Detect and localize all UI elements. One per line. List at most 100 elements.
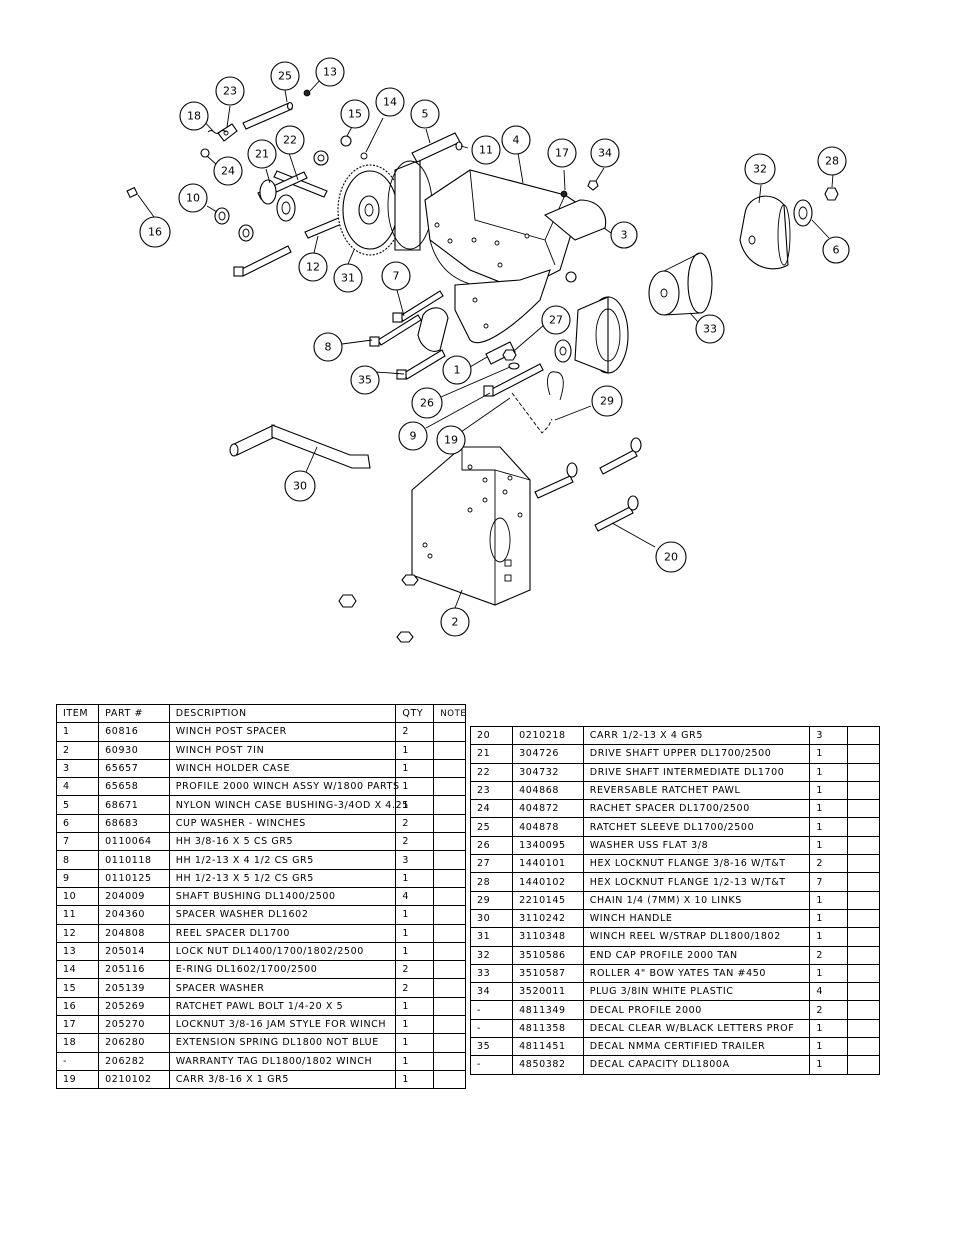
cell-qty: 4 — [395, 886, 435, 907]
cell-part: 0210218 — [512, 725, 584, 746]
cell-item: - — [469, 1000, 514, 1020]
cell-qty: 2 — [809, 854, 849, 874]
cell-note — [847, 780, 880, 801]
cell-note — [433, 1015, 466, 1035]
cell-description: DRIVE SHAFT UPPER DL1700/2500 — [582, 744, 811, 764]
svg-text:14: 14 — [383, 96, 397, 109]
callout-18: 18 — [179, 101, 209, 131]
cell-qty: 1 — [809, 963, 849, 984]
svg-text:29: 29 — [600, 395, 614, 408]
cell-part: 205269 — [98, 996, 170, 1017]
cell-item: 12 — [55, 923, 100, 943]
cell-part: 3510587 — [512, 963, 584, 984]
cell-note — [433, 1051, 466, 1071]
cell-part: 60930 — [98, 740, 170, 760]
cell-description: REVERSABLE RATCHET PAWL — [582, 780, 811, 801]
cell-item: 35 — [469, 1037, 514, 1057]
cell-part: 204808 — [98, 923, 170, 943]
cell-note — [847, 1055, 880, 1075]
exploded-assembly-diagram: 25 13 23 18 15 14 5 22 21 24 11 4 17 34 … — [126, 57, 850, 643]
cell-note — [433, 886, 466, 907]
part-drive-shaft-upper — [257, 171, 308, 222]
svg-text:20: 20 — [664, 551, 678, 564]
cell-qty: 1 — [395, 795, 435, 815]
cell-note — [847, 908, 880, 929]
cell-qty: 1 — [809, 908, 849, 929]
svg-text:22: 22 — [283, 134, 297, 147]
header-note: NOTE — [433, 703, 466, 724]
cell-item: 31 — [469, 927, 514, 947]
callout-31: 31 — [333, 263, 363, 293]
cell-part: 205014 — [98, 941, 170, 962]
cell-note — [433, 777, 466, 797]
cell-description: CARR 1/2-13 X 4 GR5 — [582, 725, 811, 746]
cell-qty: 2 — [809, 1000, 849, 1020]
cell-item: 34 — [469, 982, 514, 1002]
cell-description: E-RING DL1602/1700/2500 — [168, 960, 397, 980]
cell-description: DECAL NMMA CERTIFIED TRAILER — [582, 1037, 811, 1057]
header-description: DESCRIPTION — [168, 703, 397, 724]
cell-note — [433, 740, 466, 760]
cell-note — [433, 722, 466, 742]
cell-part: 4811451 — [512, 1037, 584, 1057]
svg-text:19: 19 — [444, 434, 458, 447]
cell-description: WINCH REEL W/STRAP DL1800/1802 — [582, 927, 811, 947]
cell-note — [847, 762, 880, 782]
part-lock-nut-13 — [303, 89, 311, 97]
svg-text:6: 6 — [833, 244, 840, 257]
cell-item: 7 — [55, 832, 100, 852]
cell-description: WARRANTY TAG DL1800/1802 WINCH — [168, 1051, 397, 1071]
cell-part: 304732 — [512, 762, 584, 782]
cell-description: HEX LOCKNUT FLANGE 1/2-13 W/T&T — [582, 872, 811, 892]
part-rachet-spacer — [200, 148, 210, 158]
svg-text:10: 10 — [186, 192, 200, 205]
cell-qty: 1 — [395, 923, 435, 943]
cell-description: HH 1/2-13 X 4 1/2 CS GR5 — [168, 850, 397, 870]
cell-item: 16 — [55, 996, 100, 1017]
callout-25: 25 — [270, 61, 300, 91]
cell-note — [847, 1037, 880, 1057]
svg-text:34: 34 — [598, 147, 612, 160]
cell-item: 17 — [55, 1015, 100, 1035]
cell-item: 29 — [469, 890, 514, 910]
cell-item: 15 — [55, 978, 100, 998]
cell-qty: 4 — [809, 982, 849, 1002]
cell-description: END CAP PROFILE 2000 TAN — [582, 945, 811, 965]
svg-text:4: 4 — [513, 134, 520, 147]
callout-21: 21 — [247, 139, 277, 169]
cell-qty: 2 — [395, 722, 435, 742]
svg-text:21: 21 — [255, 148, 269, 161]
cell-item: 8 — [55, 850, 100, 870]
cell-description: WINCH HANDLE — [582, 908, 811, 929]
cell-description: CARR 3/8-16 X 1 GR5 — [168, 1069, 397, 1090]
callout-3: 3 — [610, 221, 638, 249]
cell-item: 11 — [55, 905, 100, 925]
cell-description: CHAIN 1/4 (7MM) X 10 LINKS — [582, 890, 811, 910]
cell-item: 6 — [55, 813, 100, 834]
callout-15: 15 — [340, 99, 370, 129]
cell-note — [847, 1018, 880, 1039]
cell-part: 0210102 — [98, 1069, 170, 1090]
cell-item: 21 — [469, 744, 514, 764]
callout-24: 24 — [213, 156, 243, 186]
cell-part: 1340095 — [512, 835, 584, 856]
callout-32: 32 — [744, 153, 776, 185]
cell-item: 26 — [469, 835, 514, 856]
cell-part: 3110348 — [512, 927, 584, 947]
callout-5: 5 — [410, 99, 440, 129]
callout-34: 34 — [590, 138, 620, 168]
cell-qty: 2 — [395, 960, 435, 980]
cell-description: DRIVE SHAFT INTERMEDIATE DL1700 — [582, 762, 811, 782]
part-e-ring — [360, 152, 368, 160]
